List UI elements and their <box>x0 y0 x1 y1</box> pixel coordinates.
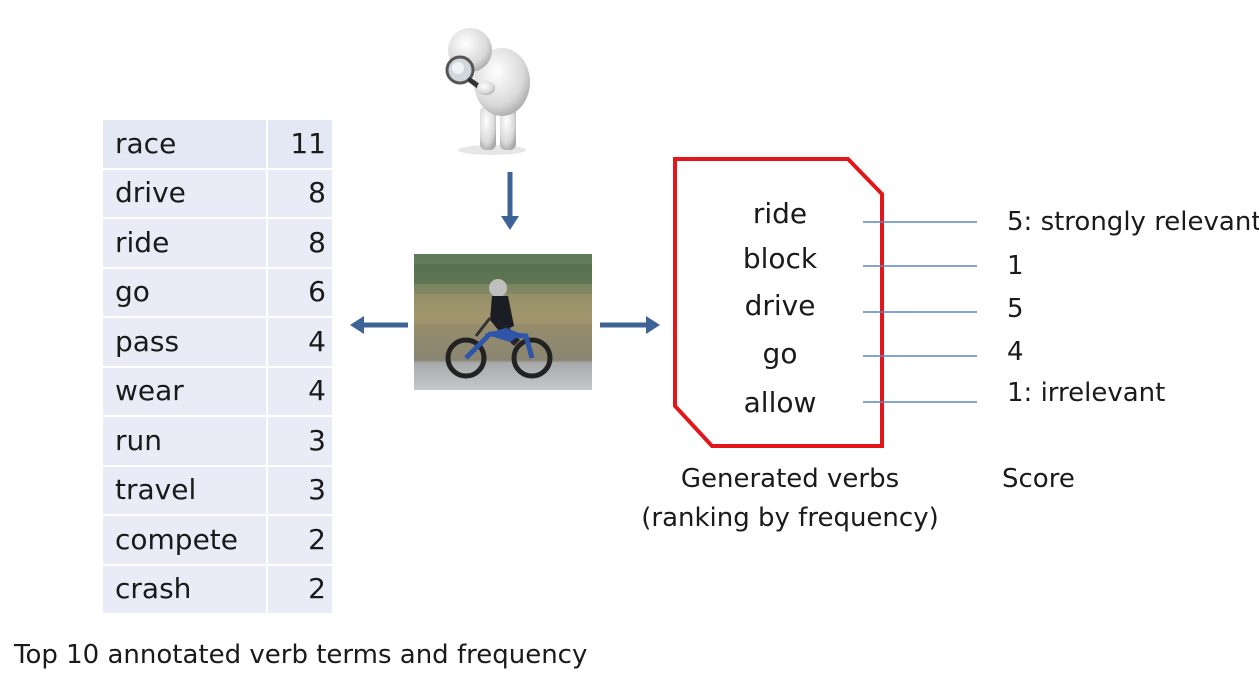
verb-term: travel <box>103 466 268 516</box>
verb-term: pass <box>103 318 268 368</box>
verb-count: 11 <box>268 120 332 170</box>
verb-term: compete <box>103 516 268 566</box>
score-connector-lines <box>863 221 977 403</box>
arrow-right-icon <box>600 316 660 334</box>
generated-verb: drive <box>744 289 816 322</box>
table-caption: Top 10 annotated verb terms and frequenc… <box>14 640 588 670</box>
person-with-magnifier-icon <box>445 28 530 155</box>
verb-term: go <box>103 268 268 318</box>
generated-verbs-label-line2: (ranking by frequency) <box>641 503 939 533</box>
generated-verbs-label-line1: Generated verbs <box>680 464 900 494</box>
score-value: 1: irrelevant <box>1007 378 1166 408</box>
verb-term: crash <box>103 565 268 615</box>
verb-term: run <box>103 417 268 467</box>
generated-verbs-label: Generated verbs (ranking by frequency) <box>640 460 940 538</box>
verb-count: 3 <box>268 417 332 467</box>
generated-verb: ride <box>752 197 808 230</box>
verb-count: 4 <box>268 367 332 417</box>
verb-count: 3 <box>268 466 332 516</box>
verb-count: 6 <box>268 268 332 318</box>
arrow-left-icon <box>350 316 408 334</box>
arrow-down-icon <box>501 172 519 230</box>
score-value: 5 <box>1007 294 1024 324</box>
verb-count: 8 <box>268 169 332 219</box>
score-value: 4 <box>1007 337 1024 367</box>
generated-verbs-box <box>673 157 884 448</box>
verb-count: 2 <box>268 565 332 615</box>
generated-verb: block <box>742 242 818 275</box>
verb-count: 4 <box>268 318 332 368</box>
motorcycle-rider-photo <box>414 254 592 390</box>
verb-term: wear <box>103 367 268 417</box>
verb-term: ride <box>103 219 268 269</box>
verb-count: 8 <box>268 219 332 269</box>
score-label: Score <box>1002 464 1075 494</box>
score-value: 1 <box>1007 251 1024 281</box>
generated-verb: allow <box>743 386 817 419</box>
verb-term: drive <box>103 169 268 219</box>
verb-term: race <box>103 120 268 170</box>
score-value: 5: strongly relevant <box>1007 207 1259 237</box>
generated-verb: go <box>762 337 798 370</box>
verb-count: 2 <box>268 516 332 566</box>
